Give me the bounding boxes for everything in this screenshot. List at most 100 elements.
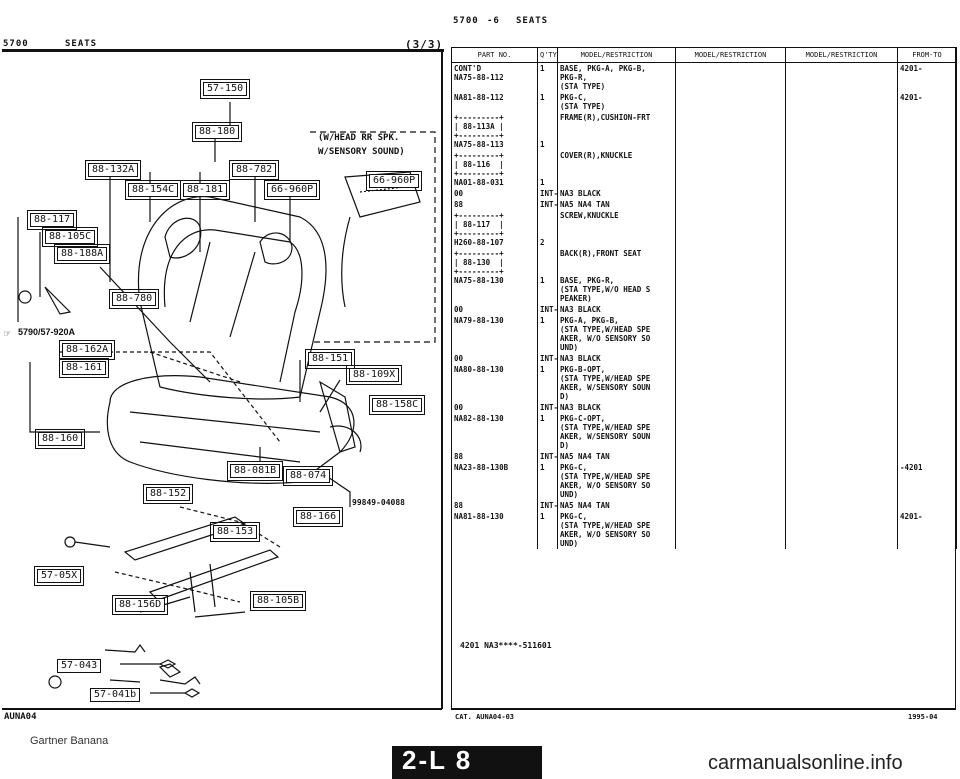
qty-cell: 1	[537, 511, 558, 549]
description-cell: COVER(R),KNUCKLE	[557, 150, 676, 188]
qty-cell: 1	[537, 62, 558, 92]
description-cell: PKG-C, (STA TYPE,W/HEAD SPE AKER, W/O SE…	[557, 511, 676, 549]
callout-57-150: 57-150	[199, 79, 251, 99]
from-to-cell	[897, 353, 957, 364]
table-bottom-rule	[451, 708, 956, 710]
callout-88-117: 88-117	[26, 210, 78, 230]
from-to-cell	[897, 150, 957, 188]
left-side-rule	[441, 49, 443, 709]
model-2-cell	[675, 451, 786, 462]
part-number-cell: 00	[451, 353, 538, 364]
callout-88-105C: 88-105C	[41, 227, 99, 247]
qty-cell: 1	[537, 315, 558, 353]
col-part-no: PART NO.	[451, 47, 538, 63]
model-3-cell	[785, 462, 898, 500]
description-cell: BASE, PKG-A, PKG-B, PKG-R, (STA TYPE)	[557, 62, 676, 92]
model-3-cell	[785, 304, 898, 315]
description-cell: NA5 NA4 TAN	[557, 451, 676, 462]
illustration-code: 99849-04088	[352, 498, 405, 507]
model-2-cell	[675, 353, 786, 364]
left-header-page: (3/3)	[405, 38, 444, 51]
description-cell: PKG-B-OPT, (STA TYPE,W/HEAD SPE AKER, W/…	[557, 364, 676, 402]
model-2-cell	[675, 304, 786, 315]
model-2-cell	[675, 188, 786, 199]
callout-88-156D: 88-156D	[111, 595, 169, 615]
model-2-cell	[675, 500, 786, 511]
callout-88-151: 88-151	[304, 349, 356, 369]
description-cell: NA5 NA4 TAN	[557, 199, 676, 210]
from-to-cell: 4201-	[897, 511, 957, 549]
part-number-cell: NA79-88-130	[451, 315, 538, 353]
table-row: +---------+ | 88-117 | +---------+ H260-…	[451, 210, 957, 248]
description-cell: NA3 BLACK	[557, 353, 676, 364]
part-number-cell: NA81-88-130	[451, 511, 538, 549]
description-cell: NA3 BLACK	[557, 304, 676, 315]
part-number-cell: +---------+ | 88-130 | +---------+ NA75-…	[451, 248, 538, 304]
credit-text: Gartner Banana	[30, 735, 109, 747]
col-model-2: MODEL/RESTRICTION	[675, 47, 786, 63]
watermark: carmanualsonline.info	[708, 752, 903, 774]
callout-66-960P: 66-960P	[263, 180, 321, 200]
col-qty: Q'TY	[537, 47, 558, 63]
bolt-arrows	[120, 659, 201, 698]
model-2-cell	[675, 150, 786, 188]
part-number-cell: NA82-88-130	[451, 413, 538, 451]
model-2-cell	[675, 315, 786, 353]
callout-88-181: 88-181	[179, 180, 231, 200]
qty-cell: 1	[537, 112, 558, 150]
callout-88-081B: 88-081B	[226, 461, 284, 481]
from-to-cell	[897, 199, 957, 210]
part-number-cell: CONT'D NA75-88-112	[451, 62, 538, 92]
description-cell: PKG-C-OPT, (STA TYPE,W/HEAD SPE AKER, W/…	[557, 413, 676, 451]
callout-88-074: 88-074	[282, 466, 334, 486]
col-model-3: MODEL/RESTRICTION	[785, 47, 898, 63]
part-number-cell: NA23-88-130B	[451, 462, 538, 500]
model-3-cell	[785, 500, 898, 511]
callout-88-154C: 88-154C	[124, 180, 182, 200]
from-to-cell: 4201-	[897, 62, 957, 92]
from-to-cell	[897, 500, 957, 511]
table-row: +---------+ | 88-130 | +---------+ NA75-…	[451, 248, 957, 304]
ref-note: 5790/57-920A	[18, 327, 76, 337]
model-3-cell	[785, 413, 898, 451]
model-3-cell	[785, 315, 898, 353]
model-2-cell	[675, 62, 786, 92]
qty-cell: INT-	[537, 451, 558, 462]
part-number-cell: 88	[451, 199, 538, 210]
callout-88-782: 88-782	[228, 160, 280, 180]
model-3-cell	[785, 210, 898, 248]
left-footer-rule	[2, 708, 442, 710]
col-from-to: FROM-TO	[897, 47, 957, 63]
part-number-cell: 00	[451, 304, 538, 315]
qty-cell: INT-	[537, 353, 558, 364]
model-3-cell	[785, 364, 898, 402]
table-right-rule	[955, 47, 956, 708]
description-cell: NA3 BLACK	[557, 402, 676, 413]
qty-cell: 1	[537, 413, 558, 451]
model-2-cell	[675, 402, 786, 413]
qty-cell: INT-	[537, 304, 558, 315]
callout-88-109X: 88-109X	[345, 365, 403, 385]
from-to-cell	[897, 364, 957, 402]
description-cell: SCREW,KNUCKLE	[557, 210, 676, 248]
page-tab	[392, 746, 542, 779]
part-number-cell: +---------+ | 88-116 | +---------+ NA01-…	[451, 150, 538, 188]
qty-cell: 1	[537, 92, 558, 112]
page-tab-label: 2-L 8	[402, 745, 473, 775]
from-to-cell	[897, 451, 957, 462]
model-3-cell	[785, 451, 898, 462]
callout-57-05X: 57-05X	[33, 566, 85, 586]
from-to-cell	[897, 188, 957, 199]
right-header-mark: -6	[487, 16, 500, 26]
left-header-title: SEATS	[65, 39, 98, 49]
catalog-code: CAT. AUNA04-03	[455, 713, 515, 721]
